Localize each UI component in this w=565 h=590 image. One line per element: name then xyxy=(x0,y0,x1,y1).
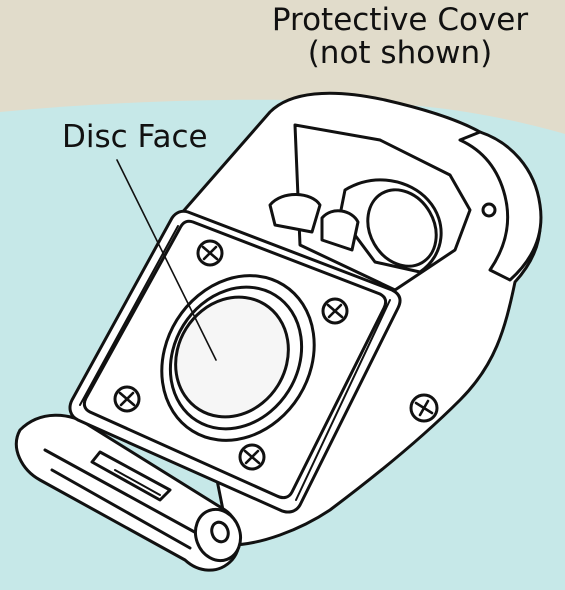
disc-face xyxy=(174,295,290,419)
device-illustration xyxy=(14,91,543,572)
roller-bar xyxy=(43,448,202,550)
roller-slot-inner xyxy=(114,469,161,496)
housing-right-block xyxy=(458,130,543,282)
phillips-screw-icon xyxy=(238,443,266,471)
phillips-screw-icon xyxy=(196,239,224,267)
protective-cover-label-line1: Protective Cover xyxy=(271,2,529,38)
disc-face-leader-line xyxy=(116,159,217,361)
face-plate-edge-right xyxy=(295,299,391,501)
housing-hole xyxy=(481,202,497,218)
phillips-screw-icon xyxy=(113,385,141,413)
roller-slot xyxy=(90,450,172,502)
roller-cradle xyxy=(14,413,241,572)
disc-face-label: Disc Face xyxy=(62,119,208,155)
hinge-tab-left xyxy=(268,193,322,234)
protective-cover-label: Protective Cover (not shown) xyxy=(245,2,555,72)
phillips-screw-icon xyxy=(409,393,439,423)
protective-cover-label-line2: (not shown) xyxy=(307,35,493,72)
hinge-tab-right xyxy=(320,209,360,252)
roller-end-hole xyxy=(210,520,230,544)
pivot-cylinder-end xyxy=(366,188,438,268)
phillips-screw-icon xyxy=(321,297,349,325)
face-plate-edge-left xyxy=(79,225,179,406)
